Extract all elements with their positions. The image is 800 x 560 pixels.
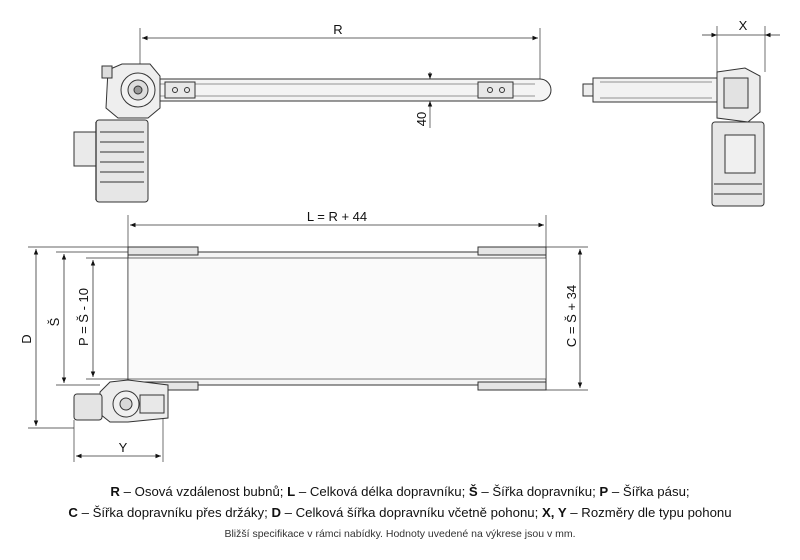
legend-text-p: – Šířka pásu; [608,484,690,499]
dim-label-x: X [739,18,748,33]
legend-note: Bližší specifikace v rámci nabídky. Hodn… [224,528,576,540]
legend-text-c: – Šířka dopravníku přes držáky; [77,505,272,520]
technical-drawing: R X 40 L = R + 44 D Š P = Š - 10 C = Š +… [19,18,780,462]
dim-label-40: 40 [414,112,429,126]
legend-text-xy: – Rozměry dle typu pohonu [566,505,732,520]
conveyor-arm [140,78,552,102]
end-view [582,26,780,207]
legend-key-xy: X, Y [541,505,567,520]
legend-key-r: R [110,484,120,499]
legend-line-2: C – Šířka dopravníku přes držáky; D – Ce… [0,505,800,520]
legend-text-l: – Celková délka dopravníku; [295,484,469,499]
dim-label-l: L = R + 44 [307,209,367,224]
dim-label-s: Š [47,317,62,326]
legend-key-d: D [271,505,281,520]
legend-key-l: L [287,484,296,499]
dim-label-d: D [19,334,34,343]
legend-text-r: – Osová vzdálenost bubnů; [119,484,288,499]
legend-key-c: C [68,505,78,520]
top-view [28,215,588,462]
dim-label-y: Y [119,440,128,455]
legend-text-d: – Celková šířka dopravníku včetně pohonu… [280,505,542,520]
legend-text-s: – Šířka dopravníku; [477,484,600,499]
dim-label-r: R [333,22,342,37]
bracket-top-right [477,246,547,256]
bracket-top-left [127,246,199,256]
side-view [73,28,552,203]
dim-label-c: C = Š + 34 [564,285,579,347]
legend-line-1: R – Osová vzdálenost bubnů; L – Celková … [0,484,800,499]
drum-shaft [592,77,718,103]
bracket-bottom-right [477,381,547,391]
legend-key-s: Š [468,484,478,499]
dim-label-p: P = Š - 10 [76,288,91,346]
legend-key-p: P [599,484,609,499]
